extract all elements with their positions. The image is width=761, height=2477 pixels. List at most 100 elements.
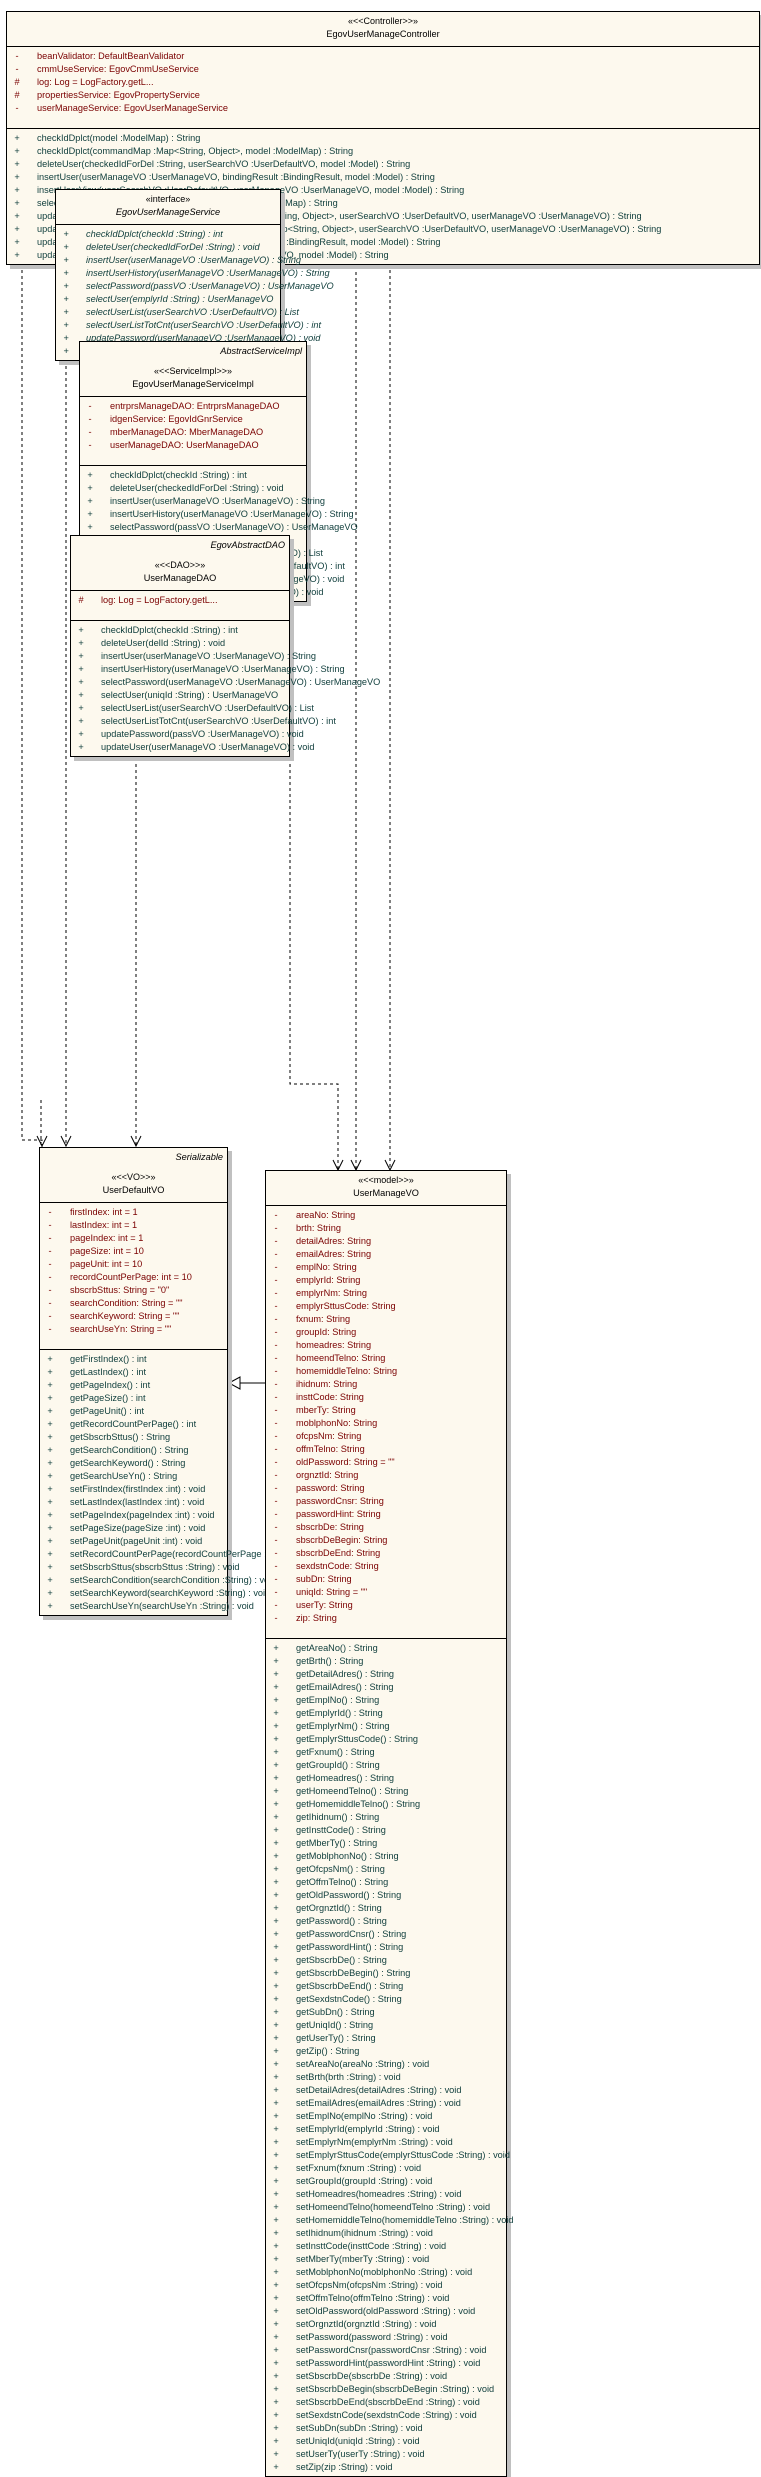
attribute-row[interactable]: #propertiesService: EgovPropertyService xyxy=(7,89,759,102)
attribute-row[interactable]: -ihidnum: String xyxy=(266,1378,506,1391)
operation-row[interactable]: +setZip(zip :String) : void xyxy=(266,2461,506,2474)
operation-row[interactable]: +setOrgnztId(orgnztId :String) : void xyxy=(266,2318,506,2331)
operation-row[interactable]: +getUniqId() : String xyxy=(266,2019,506,2032)
operation-row[interactable]: +insertUser(userManageVO :UserManageVO) … xyxy=(71,650,316,663)
attribute-row[interactable]: -recordCountPerPage: int = 10 xyxy=(40,1271,227,1284)
attribute-row[interactable]: -passwordCnsr: String xyxy=(266,1495,506,1508)
operation-row[interactable]: +setInsttCode(insttCode :String) : void xyxy=(266,2240,506,2253)
operation-row[interactable]: +updateUser(userManageVO :UserManageVO) … xyxy=(71,741,314,754)
operation-row[interactable]: +getEmplyrSttusCode() : String xyxy=(266,1733,506,1746)
attribute-row[interactable]: -moblphonNo: String xyxy=(266,1417,506,1430)
attribute-row[interactable]: -pageIndex: int = 1 xyxy=(40,1232,227,1245)
operation-row[interactable]: +setEmplyrNm(emplyrNm :String) : void xyxy=(266,2136,506,2149)
attribute-row[interactable]: -sbscrbDe: String xyxy=(266,1521,506,1534)
operation-row[interactable]: +setPasswordHint(passwordHint :String) :… xyxy=(266,2357,506,2370)
operation-row[interactable]: +updatePasswordView(model :ModelMap, com… xyxy=(7,223,759,236)
operation-row[interactable]: +insertUser(userManageVO :UserManageVO) … xyxy=(80,495,325,508)
operation-row[interactable]: +setPageIndex(pageIndex :int) : void xyxy=(40,1509,227,1522)
operation-row[interactable]: +selectUserListTotCnt(userSearchVO :User… xyxy=(71,715,336,728)
operation-row[interactable]: +setSexdstnCode(sexdstnCode :String) : v… xyxy=(266,2409,506,2422)
class-user-manage-dao[interactable]: EgovAbstractDAO «<<DAO>>» UserManageDAO … xyxy=(70,535,380,757)
operation-row[interactable]: +getEmplyrId() : String xyxy=(266,1707,506,1720)
operation-row[interactable]: +getSbscrbDeBegin() : String xyxy=(266,1967,506,1980)
operation-row[interactable]: +setSbscrbDe(sbscrbDe :String) : void xyxy=(266,2370,506,2383)
attribute-row[interactable]: -firstIndex: int = 1 xyxy=(40,1206,227,1219)
operation-row[interactable]: +setEmplyrSttusCode(emplyrSttusCode :Str… xyxy=(266,2149,510,2162)
attribute-row[interactable]: -zip: String xyxy=(266,1612,506,1625)
operation-row[interactable]: +selectPassword(userManageVO :UserManage… xyxy=(71,676,380,689)
operation-row[interactable]: +setHomemiddleTelno(homemiddleTelno :Str… xyxy=(266,2214,513,2227)
attribute-row[interactable]: -searchKeyword: String = "" xyxy=(40,1310,227,1323)
operation-row[interactable]: +setSbscrbDeBegin(sbscrbDeBegin :String)… xyxy=(266,2383,506,2396)
operation-row[interactable]: +setHomeadres(homeadres :String) : void xyxy=(266,2188,506,2201)
attribute-row[interactable]: -subDn: String xyxy=(266,1573,506,1586)
operation-row[interactable]: +insertUserHistory(userManageVO :UserMan… xyxy=(56,267,329,280)
operation-row[interactable]: +setEmplNo(emplNo :String) : void xyxy=(266,2110,506,2123)
operation-row[interactable]: +getSearchUseYn() : String xyxy=(40,1470,227,1483)
operation-row[interactable]: +setPassword(password :String) : void xyxy=(266,2331,506,2344)
attribute-row[interactable]: -fxnum: String xyxy=(266,1313,506,1326)
operation-row[interactable]: +getOrgnztId() : String xyxy=(266,1902,506,1915)
attribute-row[interactable]: -lastIndex: int = 1 xyxy=(40,1219,227,1232)
operation-row[interactable]: +setGroupId(groupId :String) : void xyxy=(266,2175,506,2188)
operation-row[interactable]: +setLastIndex(lastIndex :int) : void xyxy=(40,1496,227,1509)
operation-row[interactable]: +selectPassword(passVO :UserManageVO) : … xyxy=(56,280,333,293)
operation-row[interactable]: +updatePassword(passVO :UserManageVO) : … xyxy=(71,728,303,741)
operation-row[interactable]: +getRecordCountPerPage() : int xyxy=(40,1418,227,1431)
interface-egov-user-manage-service[interactable]: «interface» EgovUserManageService +check… xyxy=(55,189,334,361)
attribute-row[interactable]: -mberManageDAO: MberManageDAO xyxy=(80,426,306,439)
operation-row[interactable]: +getFxnum() : String xyxy=(266,1746,506,1759)
class-user-default-vo[interactable]: Serializable «<<VO>>» UserDefaultVO -fir… xyxy=(39,1147,304,1616)
attribute-row[interactable]: -searchCondition: String = "" xyxy=(40,1297,227,1310)
attribute-row[interactable]: -emplNo: String xyxy=(266,1261,506,1274)
operation-row[interactable]: +selectUser(emplyrId :String) : UserMana… xyxy=(56,293,280,306)
operation-row[interactable]: +getBrth() : String xyxy=(266,1655,506,1668)
attribute-row[interactable]: -areaNo: String xyxy=(266,1209,506,1222)
operation-row[interactable]: +getEmplNo() : String xyxy=(266,1694,506,1707)
operation-row[interactable]: +insertUser(userManageVO :UserManageVO, … xyxy=(7,171,759,184)
operation-row[interactable]: +setDetailAdres(detailAdres :String) : v… xyxy=(266,2084,506,2097)
operation-row[interactable]: +setOffmTelno(offmTelno :String) : void xyxy=(266,2292,506,2305)
operation-row[interactable]: +setBrth(brth :String) : void xyxy=(266,2071,506,2084)
operation-row[interactable]: +getEmailAdres() : String xyxy=(266,1681,506,1694)
attribute-row[interactable]: -mberTy: String xyxy=(266,1404,506,1417)
operation-row[interactable]: +selectUserListTotCnt(userSearchVO :User… xyxy=(56,319,321,332)
operation-row[interactable]: +setSbscrbDeEnd(sbscrbDeEnd :String) : v… xyxy=(266,2396,506,2409)
operation-row[interactable]: +getEmplyrNm() : String xyxy=(266,1720,506,1733)
operation-row[interactable]: +setFxnum(fxnum :String) : void xyxy=(266,2162,506,2175)
operation-row[interactable]: +setSubDn(subDn :String) : void xyxy=(266,2422,506,2435)
attribute-row[interactable]: -sbscrbDeEnd: String xyxy=(266,1547,506,1560)
operation-row[interactable]: +getPageIndex() : int xyxy=(40,1379,227,1392)
operation-row[interactable]: +getPageUnit() : int xyxy=(40,1405,227,1418)
operation-row[interactable]: +getSearchCondition() : String xyxy=(40,1444,227,1457)
operation-row[interactable]: +getOfcpsNm() : String xyxy=(266,1863,506,1876)
attribute-row[interactable]: -detailAdres: String xyxy=(266,1235,506,1248)
attribute-row[interactable]: -sbscrbSttus: String = "0" xyxy=(40,1284,227,1297)
operation-row[interactable]: +getMoblphonNo() : String xyxy=(266,1850,506,1863)
attribute-row[interactable]: -userTy: String xyxy=(266,1599,506,1612)
operation-row[interactable]: +selectUserList(userSearchVO :UserDefaul… xyxy=(71,702,314,715)
operation-row[interactable]: +getOldPassword() : String xyxy=(266,1889,506,1902)
operation-row[interactable]: +getGroupId() : String xyxy=(266,1759,506,1772)
attribute-row[interactable]: -entrprsManageDAO: EntrprsManageDAO xyxy=(80,400,306,413)
attribute-row[interactable]: -searchUseYn: String = "" xyxy=(40,1323,227,1336)
operation-row[interactable]: +checkIdDplct(commandMap :Map<String, Ob… xyxy=(7,145,759,158)
operation-row[interactable]: +getSbscrbSttus() : String xyxy=(40,1431,227,1444)
attribute-row[interactable]: -emailAdres: String xyxy=(266,1248,506,1261)
operation-row[interactable]: +insertUserHistory(userManageVO :UserMan… xyxy=(80,508,353,521)
operation-row[interactable]: +deleteUser(checkedIdForDel :String) : v… xyxy=(56,241,280,254)
attribute-row[interactable]: -sbscrbDeBegin: String xyxy=(266,1534,506,1547)
operation-row[interactable]: +checkIdDplct(checkId :String) : int xyxy=(80,469,306,482)
operation-row[interactable]: +checkIdDplct(checkId :String) : int xyxy=(56,228,280,241)
operation-row[interactable]: +selectUserList(userSearchVO :UserDefaul… xyxy=(56,306,299,319)
attribute-row[interactable]: -passwordHint: String xyxy=(266,1508,506,1521)
operation-row[interactable]: +insertUserHistory(userManageVO :UserMan… xyxy=(71,663,344,676)
operation-row[interactable]: +getHomeendTelno() : String xyxy=(266,1785,506,1798)
operation-row[interactable]: +setMoblphonNo(moblphonNo :String) : voi… xyxy=(266,2266,506,2279)
operation-row[interactable]: +getUserTy() : String xyxy=(266,2032,506,2045)
operation-row[interactable]: +setFirstIndex(firstIndex :int) : void xyxy=(40,1483,227,1496)
operation-row[interactable]: +getFirstIndex() : int xyxy=(40,1353,227,1366)
attribute-row[interactable]: -offmTelno: String xyxy=(266,1443,506,1456)
operation-row[interactable]: +setRecordCountPerPage(recordCountPerPag… xyxy=(40,1548,304,1561)
class-user-manage-vo[interactable]: «<<model>>» UserManageVO -areaNo: String… xyxy=(265,1170,514,2477)
